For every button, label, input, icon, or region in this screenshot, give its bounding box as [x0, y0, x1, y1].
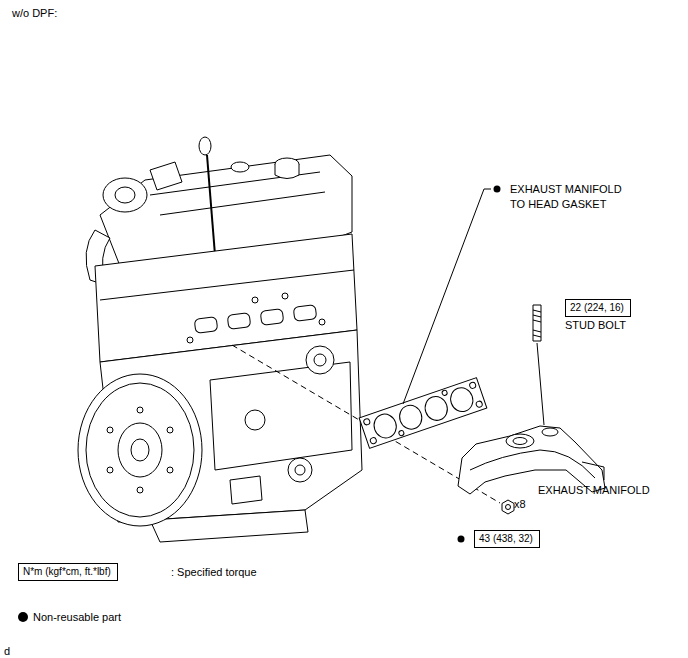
page-mark: d	[4, 644, 10, 658]
torque-box: 43 (438, 32)	[474, 530, 540, 548]
quantity-note: x8	[514, 497, 526, 512]
legend-text: Non-reusable part	[33, 610, 121, 625]
torque-value: N*m (kgf*cm, ft.*lbf)	[23, 565, 111, 579]
torque-value: 22 (224, 16)	[570, 301, 624, 315]
torque-box: 22 (224, 16)	[565, 299, 631, 317]
part-name: STUD BOLT	[565, 318, 626, 333]
legend-box: N*m (kgf*cm, ft.*lbf)	[18, 563, 118, 581]
legend-text: : Specified torque	[171, 565, 257, 580]
part-name: EXHAUST MANIFOLD	[538, 483, 650, 498]
variant-note: w/o DPF:	[12, 6, 57, 21]
part-name: EXHAUST MANIFOLD TO HEAD GASKET	[510, 182, 632, 212]
torque-value: 43 (438, 32)	[479, 532, 533, 546]
